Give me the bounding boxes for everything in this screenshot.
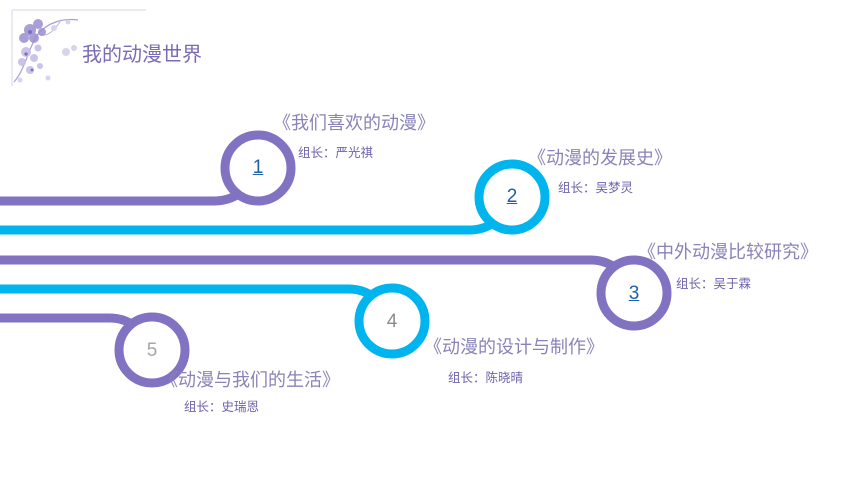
- topic-ring-4: [354, 283, 430, 359]
- topic-ring-1: [220, 130, 296, 206]
- topic-number-1[interactable]: 1: [252, 157, 264, 178]
- slide-title: 我的动漫世界: [82, 42, 202, 66]
- topic-title-1: 《我们喜欢的动漫》: [273, 113, 435, 134]
- topic-leader-5: 组长：史瑞恩: [184, 399, 260, 414]
- topic-title-5: 《动漫与我们的生活》: [160, 370, 340, 391]
- topic-number-4: 4: [386, 311, 398, 332]
- topic-title-4: 《动漫的设计与制作》: [424, 337, 604, 358]
- topic-title-2: 《动漫的发展史》: [528, 148, 672, 169]
- topic-leader-3: 组长：吴于霖: [676, 276, 752, 291]
- topic-number-5: 5: [146, 340, 158, 361]
- topic-title-3: 《中外动漫比较研究》: [638, 242, 818, 263]
- topic-leader-2: 组长：吴梦灵: [558, 180, 634, 195]
- topic-leader-1: 组长：严光祺: [298, 145, 374, 160]
- topic-ring-2: [474, 159, 550, 235]
- topic-ring-3: [596, 255, 672, 331]
- topic-line-1: [0, 157, 263, 206]
- topic-leader-4: 组长：陈晓晴: [448, 370, 524, 385]
- topic-number-2[interactable]: 2: [506, 186, 518, 207]
- topic-ring-5: [114, 312, 190, 388]
- topic-line-4: [0, 284, 397, 333]
- topic-number-3[interactable]: 3: [628, 283, 640, 304]
- topic-line-3: [0, 255, 639, 304]
- flower-corner-ornament: [11, 9, 146, 86]
